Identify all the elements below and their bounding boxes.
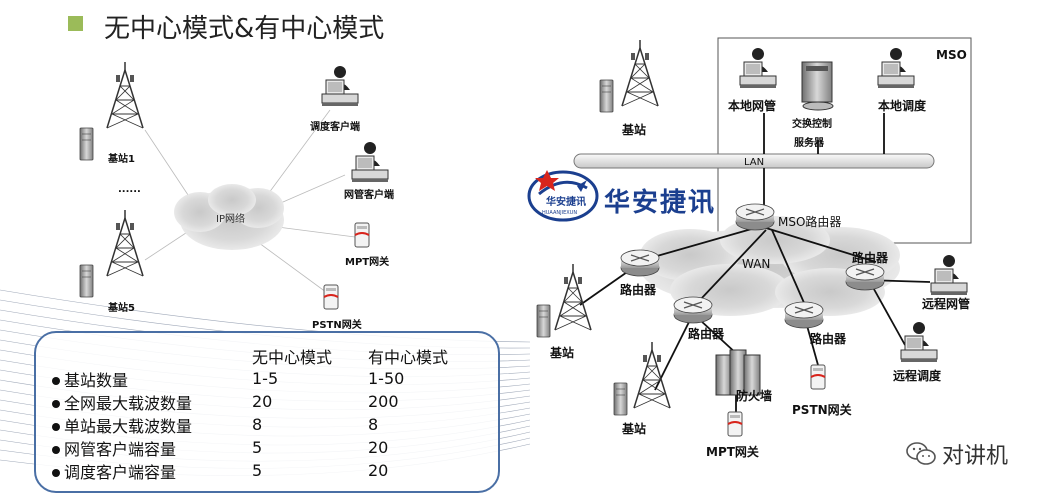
svg-text:MPT网关: MPT网关 <box>345 255 389 268</box>
dispatch-client: 调度客户端 <box>310 65 360 133</box>
svg-text:路由器: 路由器 <box>810 331 847 346</box>
svg-text:路由器: 路由器 <box>620 282 657 297</box>
bullet-dot <box>52 446 60 454</box>
svg-text:路由器: 路由器 <box>852 250 889 265</box>
svg-text:基站: 基站 <box>621 122 646 137</box>
ip-network-label: IP网络 <box>216 212 245 225</box>
svg-text:远程网管: 远程网管 <box>922 296 970 311</box>
svg-text:PSTN网关: PSTN网关 <box>312 318 362 331</box>
table-cell-label: 基站数量 <box>64 370 129 390</box>
local-dispatch: 本地调度 <box>877 47 927 113</box>
router-mid: 路由器 <box>673 296 725 341</box>
table-cell: 20 <box>368 438 389 457</box>
comparison-table: 无中心模式 有中心模式 基站数量 1-5 1-50 全网最大载波数量 20 20… <box>52 344 478 482</box>
base-station-1: 基站1 <box>79 61 144 165</box>
mso-router: MSO路由器 <box>735 203 841 231</box>
table-cell-label: 单站最大载波数量 <box>64 416 193 436</box>
svg-text:交换控制: 交换控制 <box>792 117 832 130</box>
table-header-row: 无中心模式 有中心模式 <box>52 344 478 367</box>
table-row: 全网最大载波数量 20 200 <box>52 390 478 413</box>
svg-text:基站: 基站 <box>549 345 574 360</box>
svg-text:PSTN网关: PSTN网关 <box>792 402 852 417</box>
svg-text:本地网管: 本地网管 <box>728 98 776 113</box>
base-station-bottom: 基站 <box>613 341 671 436</box>
wechat-icon <box>906 442 936 465</box>
switch-control-server: 交换控制 服务器 <box>792 61 834 149</box>
watermark: 对讲机 <box>906 438 1008 470</box>
comparison-table-box <box>34 331 500 493</box>
mso-label: MSO <box>936 48 967 62</box>
table-header-cell: 有中心模式 <box>368 347 449 367</box>
svg-text:服务器: 服务器 <box>794 136 825 149</box>
svg-text:本地调度: 本地调度 <box>878 98 927 113</box>
svg-text:LAN: LAN <box>744 157 764 168</box>
table-row: 基站数量 1-5 1-50 <box>52 367 478 390</box>
table-cell-label: 网管客户端容量 <box>64 439 177 459</box>
table-cell: 5 <box>252 438 263 457</box>
router-left: 路由器 <box>620 249 660 297</box>
router-right: 路由器 <box>845 250 889 291</box>
title-bullet <box>68 16 83 31</box>
table-cell: 5 <box>252 461 263 480</box>
bullet-dot <box>52 377 60 385</box>
page-title: 无中心模式&有中心模式 <box>104 14 385 44</box>
mpt-gateway-left: MPT网关 <box>345 222 389 268</box>
base-station-ellipsis: ...... <box>118 184 141 195</box>
ip-network-cloud: IP网络 <box>174 184 284 250</box>
svg-text:防火墙: 防火墙 <box>736 388 772 403</box>
lan-bus: LAN <box>573 153 935 169</box>
bullet-dot <box>52 400 60 408</box>
table-cell: 20 <box>252 392 273 411</box>
pstn-gateway-right: PSTN网关 <box>792 364 852 417</box>
table-row: 调度客户端容量 5 20 <box>52 459 478 482</box>
svg-text:HUAANJIEXUN: HUAANJIEXUN <box>542 210 577 216</box>
svg-text:调度客户端: 调度客户端 <box>310 120 360 133</box>
bullet-dot <box>52 423 60 431</box>
table-row: 单站最大载波数量 8 8 <box>52 413 478 436</box>
table-row: 网管客户端容量 5 20 <box>52 436 478 459</box>
remote-nms: 远程网管 <box>922 254 970 311</box>
table-cell-label: 全网最大载波数量 <box>64 393 193 413</box>
svg-text:网管客户端: 网管客户端 <box>344 188 394 201</box>
watermark-text: 对讲机 <box>942 444 1009 469</box>
firewall: 防火墙 <box>715 349 772 403</box>
table-cell: 20 <box>368 461 389 480</box>
svg-text:路由器: 路由器 <box>688 326 725 341</box>
base-station-top: 基站 <box>599 39 659 137</box>
svg-text:MSO路由器: MSO路由器 <box>778 214 841 229</box>
svg-text:华安捷讯: 华安捷讯 <box>546 195 586 208</box>
local-nms: 本地网管 <box>728 47 777 113</box>
table-cell: 200 <box>368 392 399 411</box>
svg-text:远程调度: 远程调度 <box>893 368 942 383</box>
wan-label: WAN <box>742 257 770 271</box>
bullet-dot <box>52 469 60 477</box>
svg-text:基站5: 基站5 <box>107 301 135 314</box>
remote-dispatch: 远程调度 <box>893 321 942 383</box>
mpt-gateway-right: MPT网关 <box>706 411 759 459</box>
router-center: 路由器 <box>784 301 847 346</box>
table-cell: 8 <box>368 415 379 434</box>
logo-text: 华安捷讯 <box>604 188 717 218</box>
svg-text:基站: 基站 <box>621 421 646 436</box>
company-logo: 华安捷讯 HUAANJIEXUN <box>525 166 700 226</box>
table-header-cell: 无中心模式 <box>252 347 333 367</box>
table-cell: 8 <box>252 415 263 434</box>
base-station-left: 基站 <box>536 263 592 360</box>
svg-text:MPT网关: MPT网关 <box>706 444 759 459</box>
table-cell: 1-5 <box>252 369 279 388</box>
table-cell: 1-50 <box>368 369 405 388</box>
table-cell-label: 调度客户端容量 <box>64 462 177 482</box>
pstn-gateway-left: PSTN网关 <box>312 284 362 331</box>
base-station-5: 基站5 <box>79 209 144 314</box>
svg-text:基站1: 基站1 <box>107 152 135 165</box>
nms-client: 网管客户端 <box>344 141 394 201</box>
